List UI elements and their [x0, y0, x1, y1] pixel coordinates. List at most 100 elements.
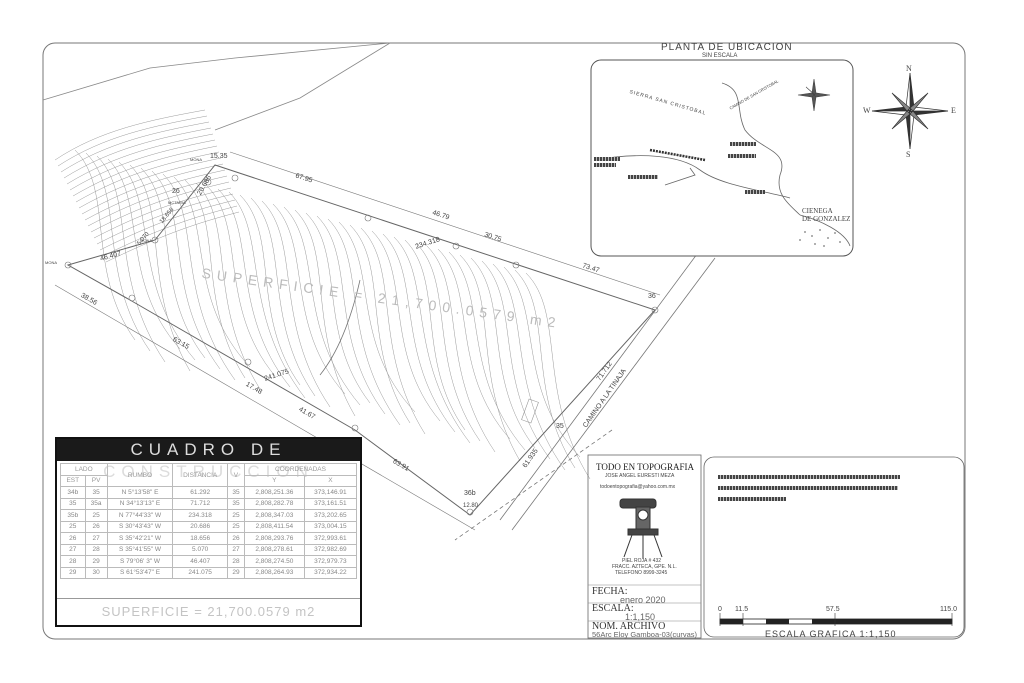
table-cell: 71.712: [172, 497, 228, 510]
col-y: Y: [243, 474, 305, 487]
table-cell: 25: [226, 520, 245, 533]
table-cell: 241.075: [172, 566, 228, 579]
scale-tick: 0: [718, 606, 722, 613]
col-lado: LADO: [60, 463, 108, 476]
escala-label: ESCALA:: [592, 603, 634, 614]
table-cell: 373,161.51: [303, 497, 358, 510]
table-cell: 35b: [60, 509, 86, 522]
contour-lines: [54, 109, 591, 480]
table-cell: 2,808,411.54: [243, 520, 305, 533]
contour-line: [250, 197, 316, 397]
table-cell: 25: [84, 509, 108, 522]
table-cell: 35: [226, 497, 245, 510]
table-cell: 2,808,274.50: [243, 555, 305, 568]
compass-w: W: [863, 106, 871, 115]
contour-line: [470, 257, 536, 449]
table-cell: 2,808,293.76: [243, 532, 305, 545]
plan-label-cienega-1: CIENEGA: [802, 207, 833, 215]
contour-line: [72, 145, 218, 197]
contour-line: [84, 169, 226, 221]
dist-label: 15.35: [210, 153, 228, 160]
plan-redacted-1: [594, 157, 620, 161]
contour-line: [360, 227, 426, 435]
contour-line: [151, 170, 221, 370]
compass-n: N: [906, 64, 912, 73]
scale-tick: 57.5: [826, 606, 840, 613]
table-cell: 373,146.91: [303, 486, 358, 499]
table-cell: 35a: [84, 497, 108, 510]
col-distancia: DISTANCIA: [172, 463, 228, 487]
table-cell: 30: [84, 566, 108, 579]
contour-line: [459, 254, 521, 462]
compass-e: E: [951, 106, 956, 115]
contour-line: [69, 139, 216, 191]
table-cell: 34b: [60, 486, 86, 499]
contour-line: [294, 209, 356, 417]
table-cell: 26: [226, 532, 245, 545]
table-cell: 29: [84, 555, 108, 568]
contour-line: [492, 263, 566, 471]
col-coordenadas: COORDENADAS: [243, 463, 358, 476]
table-cell: N 34°13'13" E: [106, 497, 174, 510]
road-tinaja: [454, 249, 716, 541]
contour-line: [239, 194, 301, 386]
contour-line: [382, 233, 456, 433]
table-cell: 27: [226, 543, 245, 556]
table-cell: 25: [60, 520, 86, 533]
table-cell: S 61°53'47" E: [106, 566, 174, 579]
company-address-2: FRACC. AZTECA, GPE. N.L.: [612, 564, 677, 570]
col-est: EST: [60, 474, 86, 487]
monument-label: MONA: [45, 260, 57, 265]
notes-redacted-line: [718, 497, 786, 501]
table-cell: 35: [226, 486, 245, 499]
contour-line: [195, 182, 261, 390]
plan-compass: [797, 78, 831, 112]
scale-caption: ESCALA GRAFICA 1:1,150: [765, 629, 897, 639]
construction-table: CUADRO DE CONSTRUCCION LADO RUMBO DISTAN…: [55, 437, 362, 627]
contour-line: [426, 245, 496, 453]
contour-line: [96, 155, 166, 363]
road-outline-north-2: [214, 42, 391, 131]
contour-line: [437, 248, 511, 440]
structure-rect: [521, 398, 539, 424]
contour-line: [75, 151, 220, 203]
table-cell: 18.656: [172, 532, 228, 545]
contour-line: [283, 206, 361, 406]
graphic-scale-bar: [719, 613, 953, 626]
table-cell: S 35°42'21" W: [106, 532, 174, 545]
archivo-label: NOM. ARCHIVO: [592, 621, 666, 632]
escala-value: 1:1,150: [625, 612, 656, 622]
contour-line: [217, 188, 291, 388]
table-cell: 28: [226, 555, 245, 568]
table-cell: 27: [60, 543, 86, 556]
table-cell: S 79°06' 3" W: [106, 555, 174, 568]
table-cell: 373,202.65: [303, 509, 358, 522]
company-email: todoentopografia@yahoo.com.mx: [600, 484, 676, 490]
table-cell: 25: [226, 509, 245, 522]
plan-cienega-dots: [799, 229, 841, 247]
contour-line: [228, 191, 306, 399]
table-cell: 61.292: [172, 486, 228, 499]
contour-line: [99, 199, 236, 251]
table-cell: 5.070: [172, 543, 228, 556]
monument-label: MONA: [190, 157, 202, 162]
table-cell: 2,808,282.78: [243, 497, 305, 510]
col-rumbo: RUMBO: [106, 463, 174, 487]
table-cell: 2,808,347.03: [243, 509, 305, 522]
sheet-border: [42, 42, 966, 640]
vertex-label: 35: [556, 423, 564, 430]
table-cell: 28: [60, 555, 86, 568]
archivo-value: 56Arc Eloy Gamboa-03(curvas): [592, 630, 698, 639]
compass-s: S: [906, 150, 911, 159]
table-cell: 29: [60, 566, 86, 579]
scale-tick: 115.0: [940, 606, 957, 613]
notes-frame: [703, 456, 965, 638]
plan-sierra-mark: [649, 148, 706, 162]
